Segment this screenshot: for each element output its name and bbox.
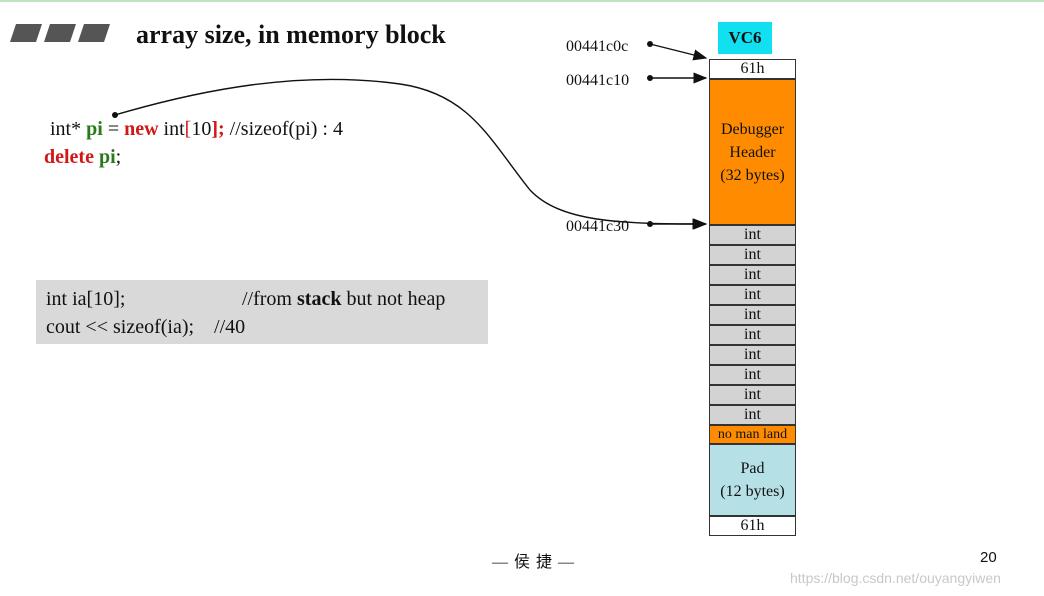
code-token-new: new bbox=[124, 118, 159, 140]
int-cell: int bbox=[709, 245, 796, 265]
pad-block: Pad (12 bytes) bbox=[709, 444, 796, 516]
code-token-assign: = bbox=[102, 118, 125, 140]
bottom-cookie-cell: 61h bbox=[709, 516, 796, 536]
code-box-comment-prefix: //from bbox=[242, 288, 292, 310]
pad-label: Pad bbox=[740, 460, 765, 477]
int-cell: int bbox=[709, 225, 796, 245]
code-box-stack-word: stack bbox=[297, 288, 342, 310]
int-cell: int bbox=[709, 385, 796, 405]
pad-size: (12 bytes) bbox=[720, 483, 785, 500]
vc6-badge: VC6 bbox=[718, 22, 772, 54]
debugger-header-line-2: Header bbox=[729, 143, 776, 161]
debugger-header-line-3: (32 bytes) bbox=[720, 166, 785, 184]
debugger-header-block: Debugger Header (32 bytes) bbox=[709, 79, 796, 225]
code-token-open-bracket: [ bbox=[184, 118, 192, 140]
int-cell: int bbox=[709, 345, 796, 365]
slide-title: array size, in memory block bbox=[136, 20, 446, 49]
code-box-comment: //from stack but not heap bbox=[242, 288, 445, 311]
int-cell: int bbox=[709, 365, 796, 385]
watermark: https://blog.csdn.net/ouyangyiwen bbox=[790, 570, 1001, 586]
code-box-decl: int ia[10]; bbox=[46, 288, 126, 310]
footer-author: — 侯 捷 — bbox=[492, 554, 576, 571]
slide-logo-icon bbox=[10, 24, 110, 42]
code-box-line-1: int ia[10]; //from //from stack but not h… bbox=[46, 288, 445, 311]
code-token-pi: pi bbox=[86, 118, 103, 140]
code-token-pi: pi bbox=[98, 146, 116, 168]
code-box-line-2: cout << sizeof(ia); //40 bbox=[46, 316, 246, 338]
address-label: 00441c30 bbox=[566, 218, 630, 235]
page-number: 20 bbox=[980, 549, 997, 566]
no-mans-land-cell: no man land bbox=[709, 425, 796, 444]
debugger-header-line-1: Debugger bbox=[720, 120, 785, 138]
code-token-close-bracket: ]; bbox=[211, 118, 225, 140]
int-cell: int bbox=[709, 405, 796, 425]
int-cell: int bbox=[709, 305, 796, 325]
code-token-type: int* bbox=[50, 118, 87, 140]
int-cell: int bbox=[709, 285, 796, 305]
code-token-int: int bbox=[158, 118, 185, 140]
int-cell: int bbox=[709, 325, 796, 345]
address-label: 00441c10 bbox=[566, 72, 630, 89]
top-border-line bbox=[0, 0, 1044, 2]
address-arrow-10 bbox=[647, 72, 708, 84]
stack-array-code-box: int ia[10]; //from //from stack but not h… bbox=[36, 280, 488, 344]
code-token-delete: delete bbox=[44, 146, 94, 168]
int-cell: int bbox=[709, 265, 796, 285]
top-cookie-cell: 61h bbox=[709, 59, 796, 79]
code-token-size: 10 bbox=[191, 118, 212, 140]
code-token-semicolon: ; bbox=[115, 146, 122, 168]
code-token-comment: //sizeof(pi) : 4 bbox=[224, 118, 343, 140]
code-line-new: int* pi = new int[10]; //sizeof(pi) : 4 bbox=[50, 118, 343, 141]
address-arrow-0c bbox=[647, 41, 708, 61]
code-line-delete: delete pi; bbox=[44, 146, 121, 169]
address-label: 00441c0c bbox=[566, 38, 629, 55]
code-box-comment-suffix: but not heap bbox=[341, 288, 446, 310]
address-arrow-30 bbox=[647, 218, 708, 230]
pointer-pi-curve bbox=[112, 78, 707, 230]
